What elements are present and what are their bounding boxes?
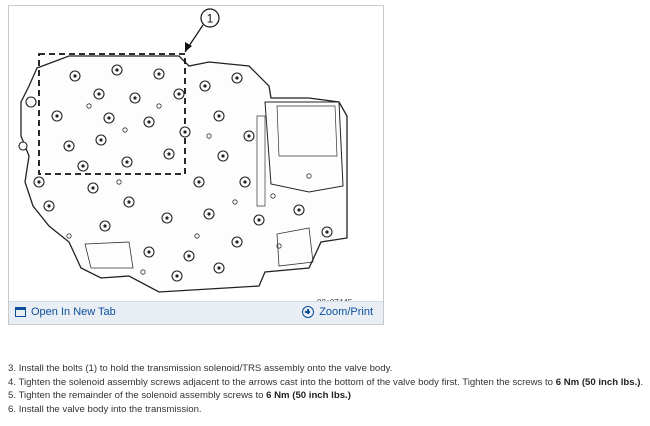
- figure-container: 1 80c07445 Open In New Tab Zoom/Print: [8, 5, 384, 325]
- step-text: Install the valve body into the transmis…: [18, 403, 202, 415]
- step-number: 5.: [8, 390, 17, 401]
- step-text: Tighten the solenoid assembly screws adj…: [18, 376, 556, 388]
- zoom-plus-icon: [302, 306, 315, 318]
- step-number: 3.: [8, 363, 17, 374]
- step-number: 4.: [8, 376, 17, 388]
- step-number: 6.: [8, 403, 17, 415]
- callout-circle: [200, 8, 220, 28]
- plate-detail: [264, 101, 344, 193]
- torque-spec: 6 Nm (50 inch lbs.): [266, 390, 351, 401]
- step-text: Tighten the remainder of the solenoid as…: [18, 390, 267, 401]
- open-in-new-tab-label: Open In New Tab: [31, 306, 116, 318]
- zoom-print-link[interactable]: Zoom/Print: [302, 306, 373, 318]
- torque-spec: 6 Nm (50 inch lbs.): [555, 376, 641, 388]
- ports: [66, 103, 312, 275]
- open-in-new-tab-link[interactable]: Open In New Tab: [15, 306, 116, 318]
- callout-arrowhead: [185, 42, 192, 52]
- zoom-print-label: Zoom/Print: [319, 306, 373, 318]
- step-3: 3. Install the bolts (1) to hold the tra…: [8, 362, 648, 376]
- step-6: 6. Install the valve body into the trans…: [8, 403, 648, 417]
- step-text-end: .: [640, 376, 644, 388]
- callout-number: 1: [207, 12, 214, 26]
- step-text: Install the bolts (1) to hold the transm…: [18, 363, 393, 374]
- figure-toolbar: Open In New Tab Zoom/Print: [9, 301, 383, 324]
- step-5: 5. Tighten the remainder of the solenoid…: [8, 389, 648, 403]
- instruction-steps: 3. Install the bolts (1) to hold the tra…: [8, 362, 648, 416]
- valve-body-diagram: 1: [18, 8, 348, 293]
- solenoid-assembly-outline: [38, 53, 186, 175]
- new-tab-icon: [15, 307, 26, 317]
- step-4: 4. Tighten the solenoid assembly screws …: [8, 376, 648, 390]
